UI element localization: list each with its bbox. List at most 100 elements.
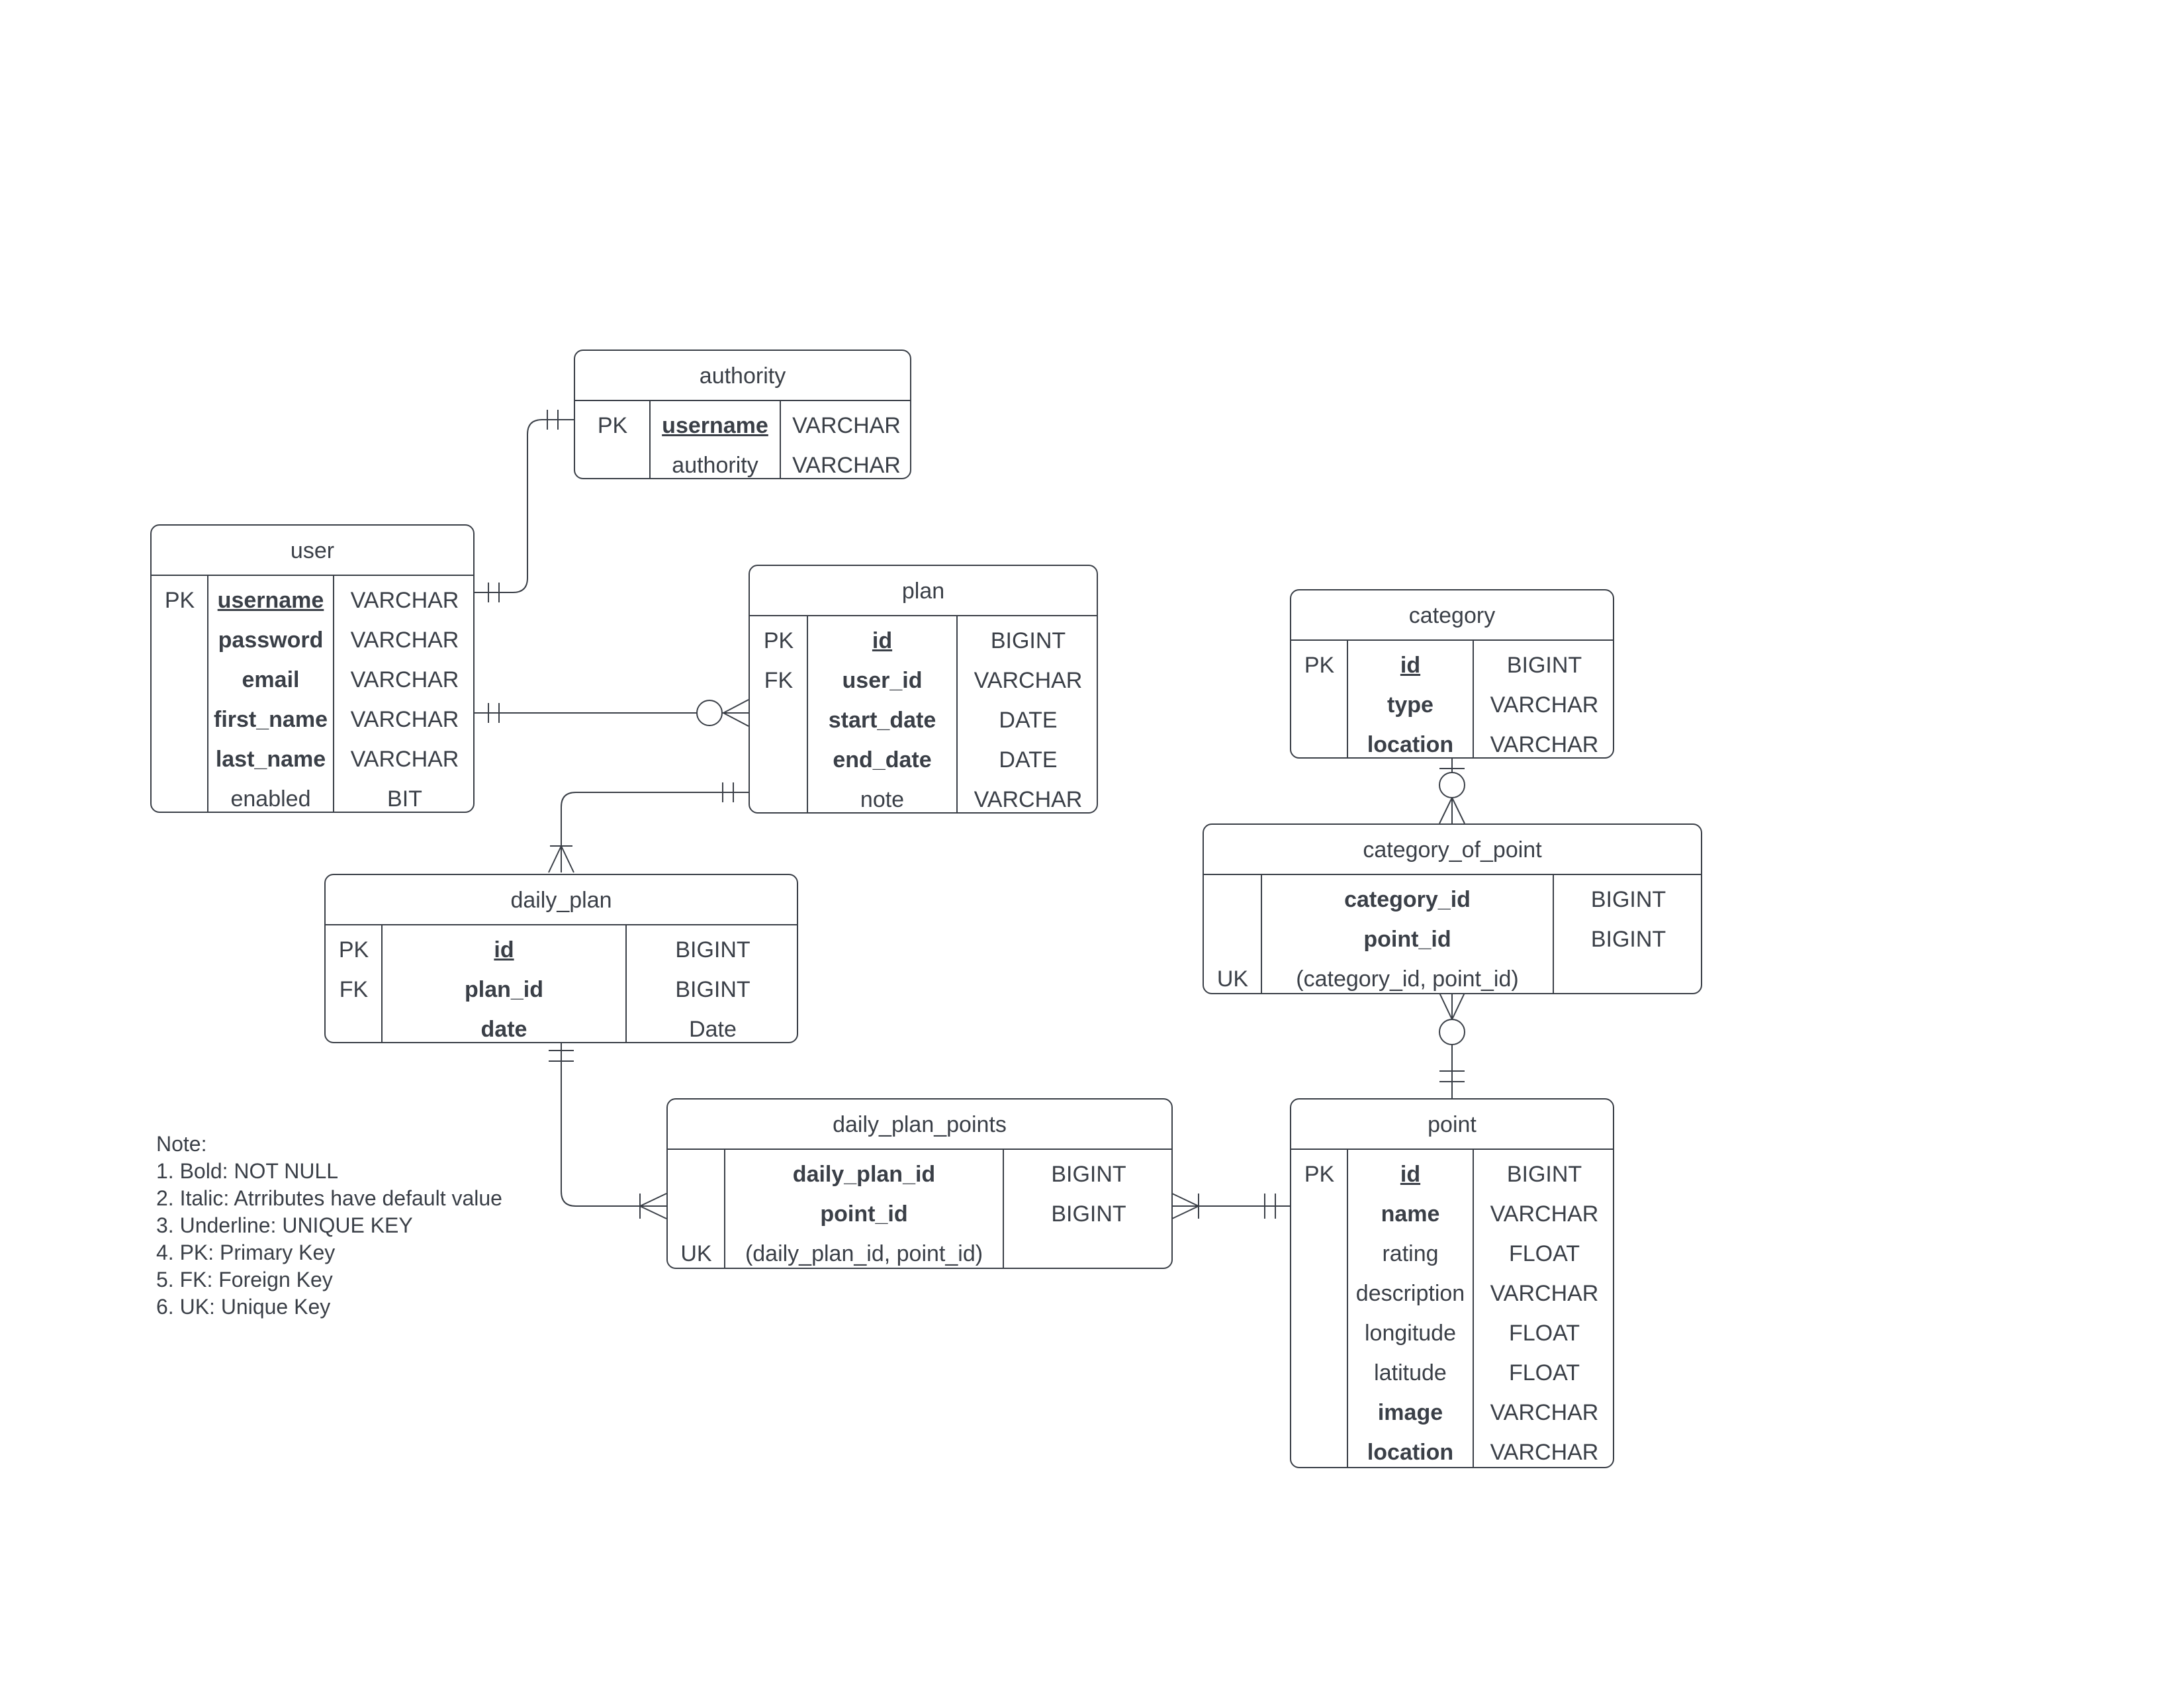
legend-item: 3. Underline: UNIQUE KEY [156,1213,413,1237]
attribute-key [152,700,208,739]
attribute-key [1291,1274,1347,1313]
attribute-name: latitude [1374,1360,1447,1385]
connector-daily-plan-daily-plan-points [549,1042,667,1219]
attribute-name: id [1400,653,1421,678]
column-divider [207,576,208,812]
attribute-type: VARCHAR [350,747,459,772]
attribute-key: UK [1216,966,1249,992]
entity-title: user [152,526,473,576]
entity-title: authority [575,351,910,401]
legend-item: 1. Bold: NOT NULL [156,1159,339,1183]
attribute-name: email [242,667,300,692]
attribute-type: VARCHAR [1490,1201,1599,1227]
attribute-key [1291,1234,1347,1274]
attribute-type: VARCHAR [350,707,459,732]
attribute-type: VARCHAR [350,588,459,613]
entity-title: category [1291,590,1613,641]
column-divider [807,616,808,812]
attribute-type: VARCHAR [792,413,901,438]
column-divider [1473,1150,1474,1467]
attribute-type: BIGINT [675,937,751,962]
attribute-type: BIGINT [1590,927,1666,952]
attribute-name: image [1377,1400,1443,1425]
attribute-key: PK [763,628,794,653]
column-divider [1347,1150,1348,1467]
connector-point-category-of-point [1439,992,1465,1098]
attribute-type: VARCHAR [974,668,1083,693]
attribute-type: BIT [387,786,422,812]
attribute-type: BIGINT [1506,653,1582,678]
attribute-type: VARCHAR [350,667,459,692]
attribute-key [575,445,650,478]
attribute-key: FK [764,668,794,693]
attribute-row[interactable]: email VARCHAR [152,660,473,700]
attribute-type: BIGINT [1051,1201,1126,1227]
attribute-name: rating [1382,1241,1439,1266]
connector-user-plan [475,699,749,727]
attribute-row[interactable]: UK(daily_plan_id, point_id) [668,1234,1171,1268]
attribute-name: enabled [230,786,311,812]
attribute-name: location [1367,732,1454,757]
attribute-type: VARCHAR [974,787,1083,812]
column-divider [1473,641,1474,757]
attribute-key [1291,1432,1347,1467]
attribute-key [1291,685,1347,725]
entity-title: daily_plan [326,875,797,925]
attribute-key [152,620,208,660]
attribute-type: VARCHAR [1490,1281,1599,1306]
attribute-key [750,700,807,740]
attribute-key [1204,919,1261,959]
attribute-name: username [662,413,768,438]
attribute-type: BIGINT [675,977,751,1002]
attribute-key: FK [339,977,369,1002]
attribute-type: VARCHAR [1490,1440,1599,1465]
attribute-name: start_date [828,708,936,733]
column-divider [625,925,627,1042]
legend-note: Note: 1. Bold: NOT NULL 2. Italic: Atrri… [156,1131,502,1321]
attribute-row[interactable]: enabled BIT [152,779,473,812]
attribute-name: type [1387,692,1433,718]
attribute-row[interactable]: UK(category_id, point_id) [1204,959,1701,993]
column-divider [956,616,958,812]
